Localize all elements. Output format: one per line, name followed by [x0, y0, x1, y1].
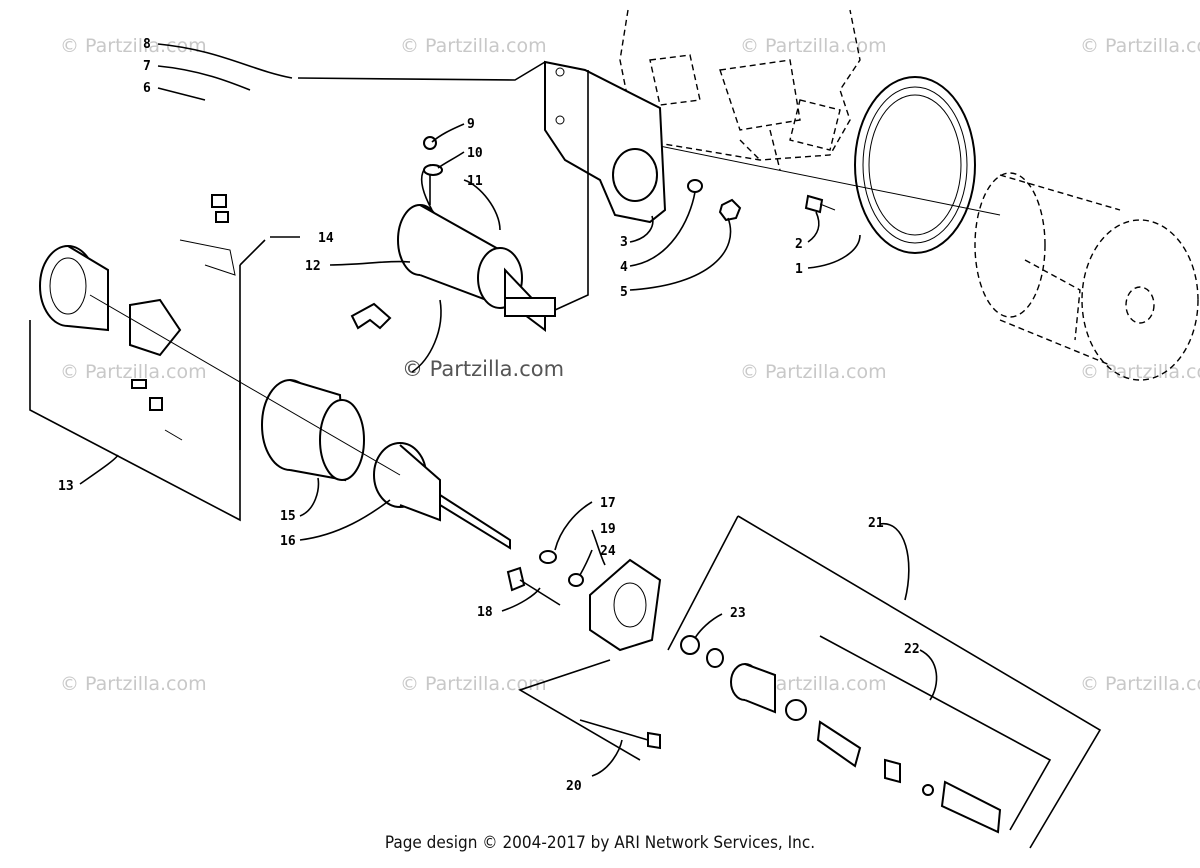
- callout-12: 12: [305, 259, 321, 274]
- callout-4: 4: [620, 260, 628, 275]
- watermark-text: © Partzilla.com: [400, 673, 547, 695]
- page-footer: Page design © 2004-2017 by ARI Network S…: [384, 833, 816, 853]
- front-bracket: [589, 558, 662, 652]
- yoke-housing: [261, 379, 365, 482]
- brush-set: [131, 194, 236, 441]
- watermark-text: © Partzilla.com: [1080, 673, 1200, 695]
- callout-16: 16: [280, 534, 296, 549]
- pinion-stop: [884, 758, 901, 784]
- watermark-text: © Partzilla.com: [740, 673, 887, 695]
- washer-17: [539, 550, 557, 564]
- front-arrow-icon: [350, 302, 392, 330]
- callout-24: 24: [600, 544, 616, 559]
- watermark-text: © Partzilla.com: [740, 35, 887, 57]
- bolt-2: [804, 194, 836, 214]
- watermark-text: © Partzilla.com: [60, 361, 207, 383]
- callout-14: 14: [318, 231, 334, 246]
- washer-24: [568, 573, 584, 587]
- brush-holder: [129, 298, 182, 357]
- callout-7: 7: [143, 59, 151, 74]
- watermark-text: © Partzilla.com: [1080, 35, 1200, 57]
- callout-8: 8: [143, 37, 151, 52]
- spring: [816, 720, 862, 768]
- snap-ring: [922, 784, 934, 796]
- overrunning-clutch: [730, 663, 776, 714]
- callout-11: 11: [467, 174, 483, 189]
- watermark-text: © Partzilla.com: [402, 357, 564, 381]
- callout-2: 2: [795, 237, 803, 252]
- callout-13: 13: [58, 479, 74, 494]
- starter-motor-assembly: [397, 136, 556, 373]
- flywheel-housing: [974, 172, 1199, 381]
- callout-labels: 1 2 3 4 5 6 7 8 9 10 11 12 13 14 15 16 1…: [58, 37, 920, 794]
- watermarks: © Partzilla.com © Partzilla.com © Partzi…: [60, 35, 1200, 695]
- ring-gear: [854, 76, 976, 254]
- callout-22: 22: [904, 642, 920, 657]
- callout-3: 3: [620, 235, 628, 250]
- through-bolt-18: [506, 566, 561, 606]
- nut-5: [718, 198, 742, 222]
- through-bolt-20: [579, 719, 661, 750]
- callout-23: 23: [730, 606, 746, 621]
- collar: [785, 699, 807, 721]
- watermark-text: © Partzilla.com: [400, 35, 547, 57]
- mounting-plate: [544, 60, 667, 224]
- callout-1: 1: [795, 262, 803, 277]
- end-cover: [39, 245, 109, 332]
- washer-4: [687, 179, 703, 193]
- watermark-text: © Partzilla.com: [740, 361, 887, 383]
- callout-19: 19: [600, 522, 616, 537]
- watermark-text: © Partzilla.com: [60, 673, 207, 695]
- callout-15: 15: [280, 509, 296, 524]
- callout-18: 18: [477, 605, 493, 620]
- callout-9: 9: [467, 117, 475, 132]
- callout-10: 10: [467, 146, 483, 161]
- watermark-text: © Partzilla.com: [60, 35, 207, 57]
- callout-6: 6: [143, 81, 151, 96]
- pinion-cover: [940, 780, 1002, 834]
- callout-17: 17: [600, 496, 616, 511]
- callout-5: 5: [620, 285, 628, 300]
- ring-23: [706, 648, 724, 668]
- watermark-text: © Partzilla.com: [1080, 361, 1200, 383]
- washer-23: [680, 635, 700, 655]
- callout-21: 21: [868, 516, 884, 531]
- callout-20: 20: [566, 779, 582, 794]
- armature: [373, 442, 511, 550]
